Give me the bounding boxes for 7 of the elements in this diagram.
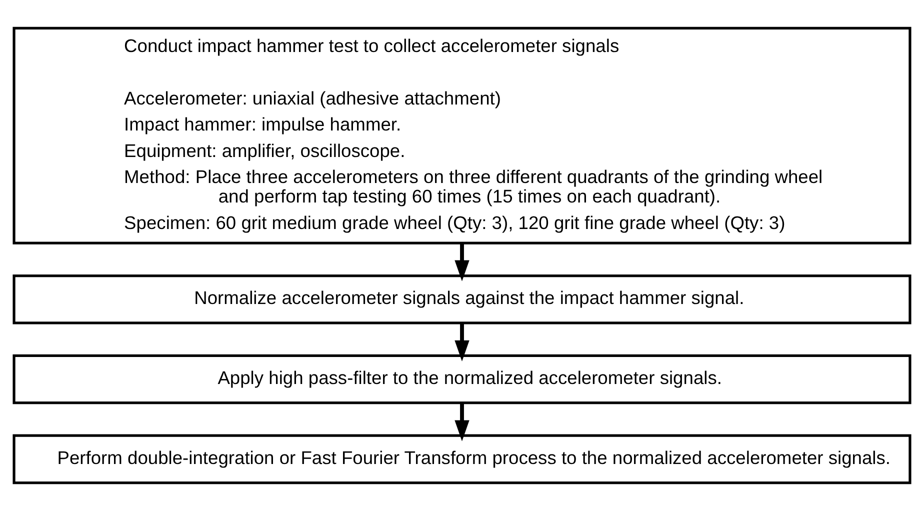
arrow [454, 323, 470, 362]
arrow [454, 243, 470, 282]
node-box: Apply high pass-filter to the normalized accelerometer signals. [12, 354, 912, 404]
node-box: Normalize accelerometer signals against the impact hammer signal. [12, 274, 912, 324]
node-box: Perform double-integration or Fast Fourier Transform process to the normalized accelerometer signals. [12, 434, 912, 484]
arrow [454, 402, 470, 442]
node-box: Conduct impact hammer test to collect accelerometer signals Accelerometer: uniaxial (adhesive attachment) Impact hammer: impulse hammer. Equipment: amplifier, oscilloscope. Method: Place three accelerometers on three different quadrants of the grinding wheel and perform tap testing 60 times (15 times on each quadrant). Specimen: 60 grit medium grade wheel (Qty: 3), 120 grit fine grade wheel (Qty: 3) [12, 26, 912, 244]
